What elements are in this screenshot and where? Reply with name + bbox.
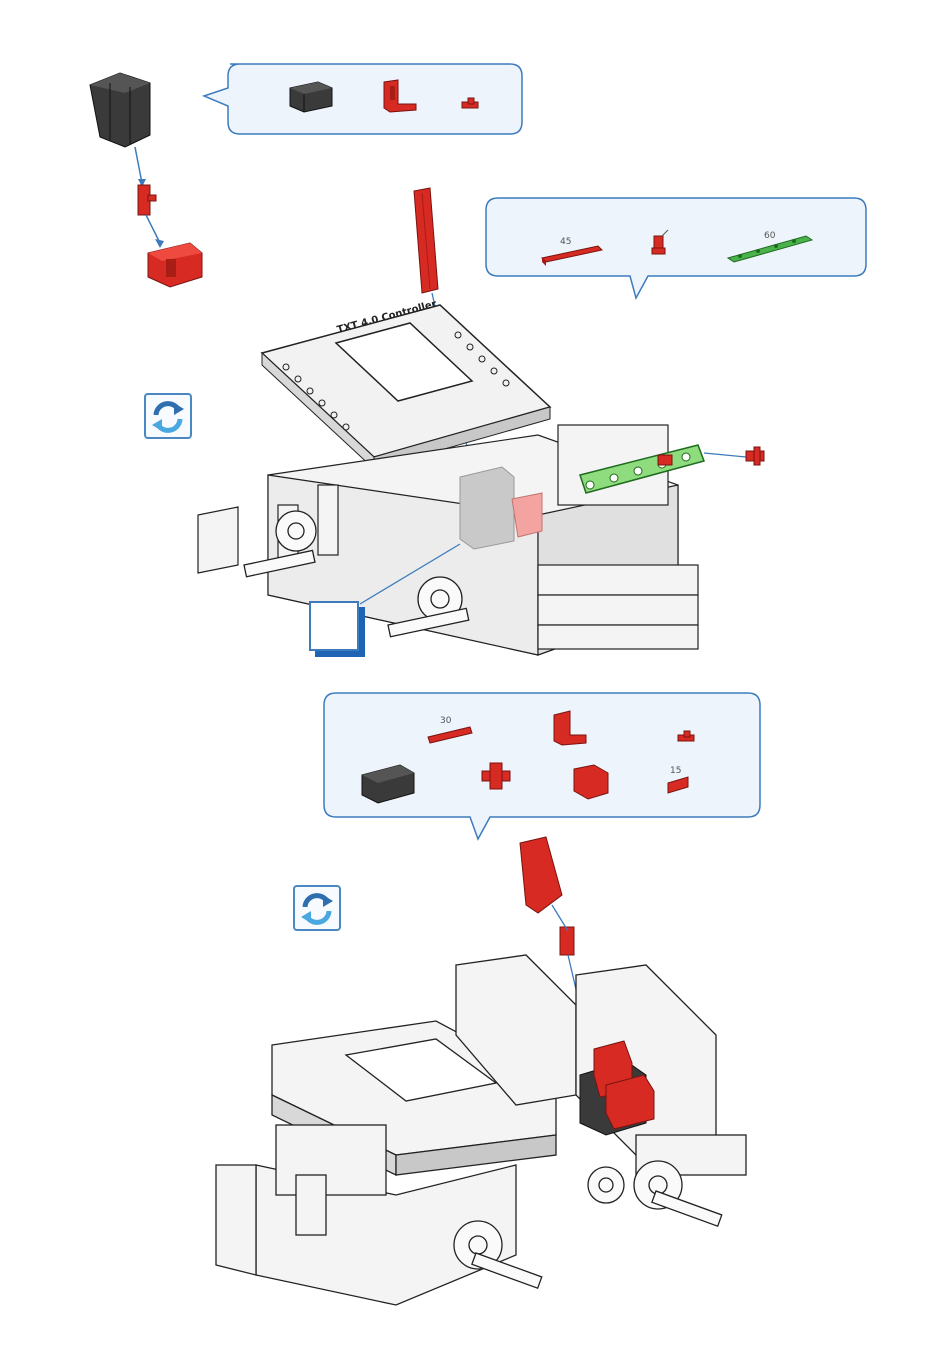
red-parts-falling xyxy=(520,837,574,955)
black-block-part xyxy=(90,73,150,147)
callout-black-block xyxy=(290,82,332,112)
model-assembly-step3 xyxy=(196,835,756,1325)
label-15: 15 xyxy=(670,766,681,776)
zoom-leader-line xyxy=(350,540,470,610)
red-clip-part xyxy=(138,185,156,215)
label-30: 30 xyxy=(440,716,452,726)
red-strut-falling xyxy=(414,188,438,293)
parts-callout-step1 xyxy=(200,60,530,140)
callout3-cube-block xyxy=(574,765,608,799)
parts-callout-step3: 30 15 xyxy=(322,691,765,841)
model-assembly-step2: TXT 4.0 Controller xyxy=(178,185,778,670)
red-pin-exploded xyxy=(746,447,764,465)
